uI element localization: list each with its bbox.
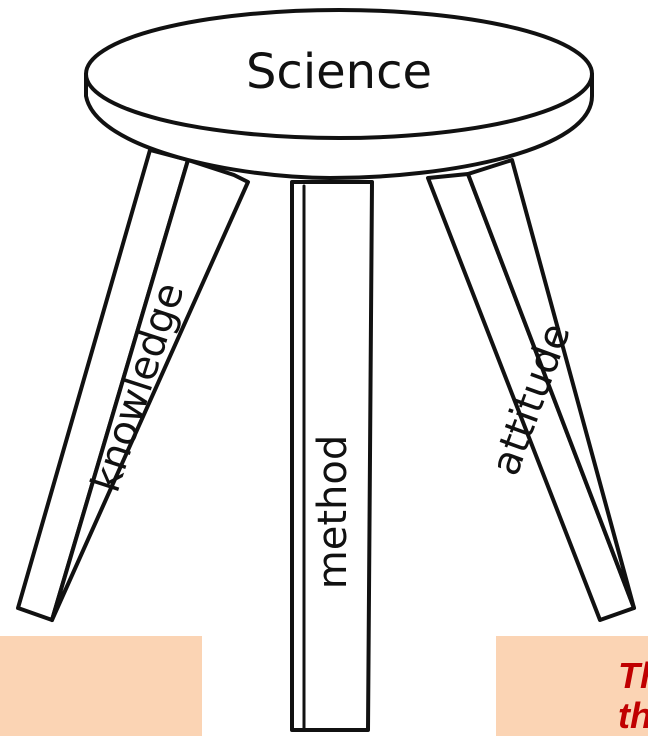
caption-text: Th th (618, 656, 648, 736)
right-caption-panel: Th th (496, 636, 648, 736)
seat-label: Science (246, 44, 432, 100)
leg-label-method: method (310, 435, 356, 589)
